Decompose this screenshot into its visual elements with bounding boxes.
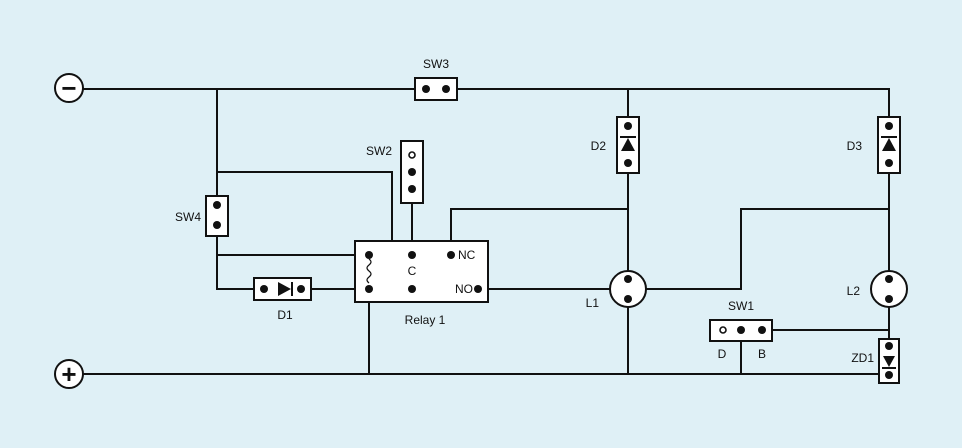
switch-sw4[interactable]: SW4 (175, 195, 229, 237)
sw1-label: SW1 (728, 299, 754, 313)
relay-no-label: NO (455, 282, 473, 296)
zd1-label: ZD1 (851, 351, 874, 365)
negative-terminal: − (54, 73, 84, 103)
zener-diode-zd1: ZD1 (851, 338, 900, 384)
positive-terminal: + (54, 359, 84, 389)
negative-rail (83, 88, 890, 118)
wire-l1-l2 (646, 208, 889, 290)
relay-c-label: C (408, 264, 417, 278)
wires (83, 88, 890, 375)
diode-d3: D3 (847, 116, 901, 174)
sw3-label: SW3 (423, 57, 449, 71)
relay-nc-label: NC (458, 248, 476, 262)
l2-label: L2 (847, 284, 861, 298)
diode-d1: D1 (253, 277, 312, 322)
lamp-l2: L2 (847, 270, 908, 308)
sw1-d-label: D (718, 347, 727, 361)
wire-nc-d2 (450, 208, 628, 255)
d1-label: D1 (277, 308, 293, 322)
d2-label: D2 (591, 139, 607, 153)
sw4-label: SW4 (175, 210, 201, 224)
l1-label: L1 (586, 296, 600, 310)
sw2-label: SW2 (366, 144, 392, 158)
relay-1: C NC NO Relay 1 (354, 240, 489, 327)
switch-sw2[interactable]: SW2 (366, 140, 424, 204)
switch-sw3[interactable]: SW3 (414, 57, 458, 101)
d3-label: D3 (847, 139, 863, 153)
wire-sw4-d1 (216, 236, 255, 290)
sw1-b-label: B (758, 347, 766, 361)
lamp-l1: L1 (586, 270, 647, 310)
switch-sw1[interactable]: SW1 D B (709, 299, 773, 361)
negative-terminal-symbol: − (61, 73, 76, 103)
diode-d2: D2 (591, 116, 640, 174)
positive-terminal-symbol: + (61, 359, 76, 389)
relay-label: Relay 1 (405, 313, 446, 327)
